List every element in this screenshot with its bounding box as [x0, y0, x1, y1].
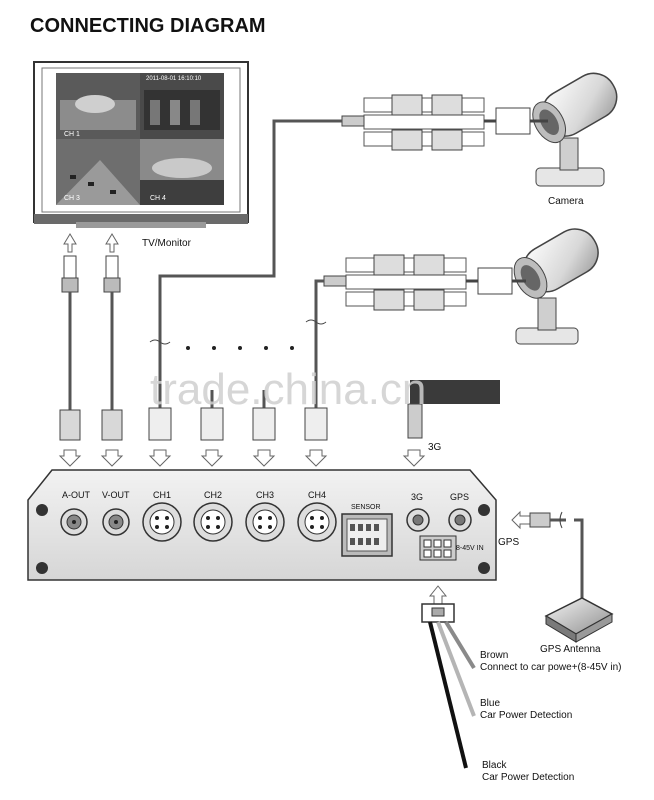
label-sensor: SENSOR — [351, 504, 381, 511]
ch4-video-wire — [314, 279, 324, 350]
screen-datetime: 2011-08-01 16:10:10 — [146, 76, 202, 82]
label-power-input: 8-45V IN — [456, 545, 484, 552]
down-arrows — [58, 449, 426, 467]
camera-1-cable — [341, 94, 548, 151]
port-ch4[interactable] — [297, 502, 337, 542]
wire-black-name: Black — [482, 760, 507, 771]
label-ch2: CH2 — [204, 490, 222, 500]
antenna-3g-label: 3G — [428, 442, 442, 453]
wire-black-desc: Car Power Detection — [482, 772, 574, 783]
gps-antenna: GPS GPS Antenna — [498, 510, 614, 655]
port-ch3[interactable] — [245, 502, 285, 542]
screen-ch3-label: CH 3 — [64, 195, 80, 202]
power-wire-blue — [436, 621, 476, 717]
label-ch1: CH1 — [153, 490, 171, 500]
screen-ch4-label: CH 4 — [150, 195, 166, 202]
label-ch4: CH4 — [308, 490, 326, 500]
wire-blue-desc: Car Power Detection — [480, 710, 572, 721]
tv-monitor: 2011-08-01 16:10:10 CH 1 CH 4 CH 3 TV/Mo… — [33, 61, 249, 249]
power-wire-brown — [444, 620, 476, 670]
label-gps: GPS — [450, 492, 469, 502]
diagram-title: CONNECTING DIAGRAM — [30, 15, 266, 37]
wire-blue-name: Blue — [480, 698, 500, 709]
av-out-cables — [61, 233, 121, 350]
monitor-label: TV/Monitor — [142, 238, 192, 249]
port-a-out[interactable] — [60, 508, 88, 536]
camera-2-cable — [323, 254, 526, 311]
screen-ch1-label: CH 1 — [64, 131, 80, 138]
port-gps[interactable] — [448, 508, 472, 532]
wire-brown-name: Brown — [480, 650, 508, 661]
connector-row: 3G — [59, 350, 500, 453]
label-3g: 3G — [411, 492, 423, 502]
dvr-front-panel: A-OUT V-OUT CH1 CH2 CH3 CH4 SENSOR 3G GP… — [27, 469, 497, 581]
port-power[interactable] — [419, 535, 457, 561]
camera-1-label: Camera — [548, 196, 584, 207]
label-a-out: A-OUT — [62, 490, 91, 500]
port-v-out[interactable] — [102, 508, 130, 536]
label-ch3: CH3 — [256, 490, 274, 500]
wire-brown-desc: Connect to car powe+(8-45V in) — [480, 662, 621, 673]
port-ch2[interactable] — [193, 502, 233, 542]
label-v-out: V-OUT — [102, 490, 130, 500]
power-wire-black — [428, 621, 468, 769]
camera-1: Camera — [532, 72, 618, 207]
gps-cable-label: GPS — [498, 537, 519, 548]
port-sensor[interactable] — [341, 513, 393, 557]
monitor-screen: 2011-08-01 16:10:10 CH 1 CH 4 CH 3 — [56, 73, 224, 205]
port-3g[interactable] — [406, 508, 430, 532]
port-ch1[interactable] — [142, 502, 182, 542]
camera-2 — [513, 228, 599, 345]
watermark: trade.china.cn — [150, 365, 426, 414]
channel-dots — [149, 319, 327, 350]
ch1-video-wire — [158, 119, 342, 350]
power-harness: Brown Connect to car powe+(8-45V in) Blu… — [421, 585, 621, 783]
gps-antenna-label: GPS Antenna — [540, 644, 601, 655]
